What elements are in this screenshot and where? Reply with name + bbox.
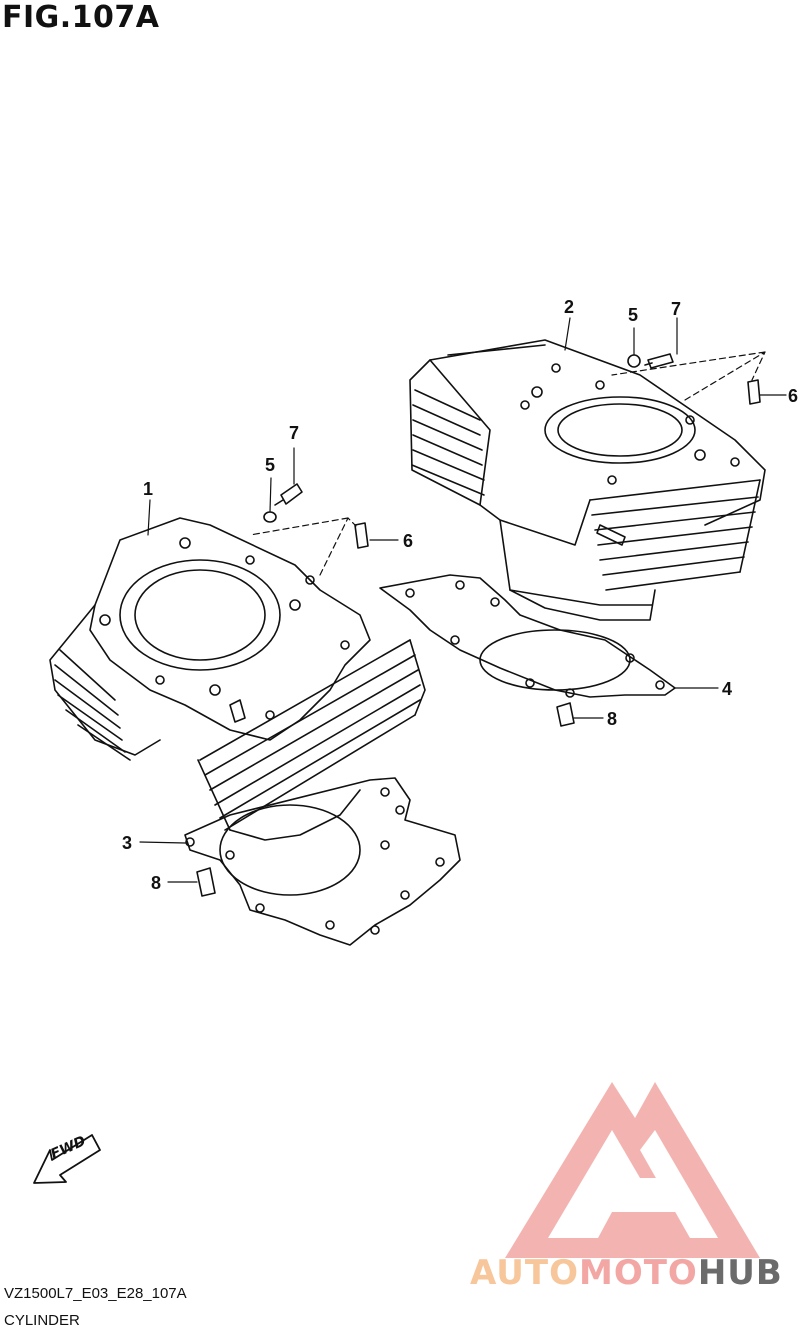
bolt-7-rear [644,353,674,369]
callout-5-front: 5 [265,455,276,475]
callout-5-rear: 5 [628,305,639,325]
fitting-6-rear [747,379,761,405]
diagram-code: VZ1500L7_E03_E28_107A [4,1285,187,1302]
rear-cylinder [409,339,766,621]
watermark-logo-icon [505,1082,760,1258]
fwd-arrow-icon [33,1134,101,1184]
gasket-4 [379,574,676,698]
watermark-auto: AUTO [470,1253,579,1293]
watermark-hub: HUB [697,1253,783,1293]
diagram-caption: CYLINDER [4,1312,80,1329]
gasket-3 [184,777,461,946]
callout-6-rear: 6 [788,386,799,406]
callout-6-front: 6 [403,531,414,551]
callout-7-front: 7 [289,423,300,443]
bolt-7-front [274,483,303,506]
dowel-8-rear [556,702,575,727]
callout-3: 3 [122,833,133,853]
callout-8-front: 8 [151,873,162,893]
washer-5-rear [627,354,641,368]
callout-2: 2 [564,297,575,317]
callout-1: 1 [143,479,154,499]
dowel-8-front [196,867,216,897]
callout-4: 4 [722,679,733,699]
fitting-6-front [354,522,369,549]
washer-5-front [263,511,277,523]
callout-7-rear: 7 [671,299,682,319]
watermark-text: AUTOMOTOHUB [470,1253,783,1293]
watermark-moto: MOTO [578,1253,698,1293]
figure-title: FIG.107A [2,0,160,35]
callout-8-rear: 8 [607,709,618,729]
front-cylinder [49,517,426,841]
